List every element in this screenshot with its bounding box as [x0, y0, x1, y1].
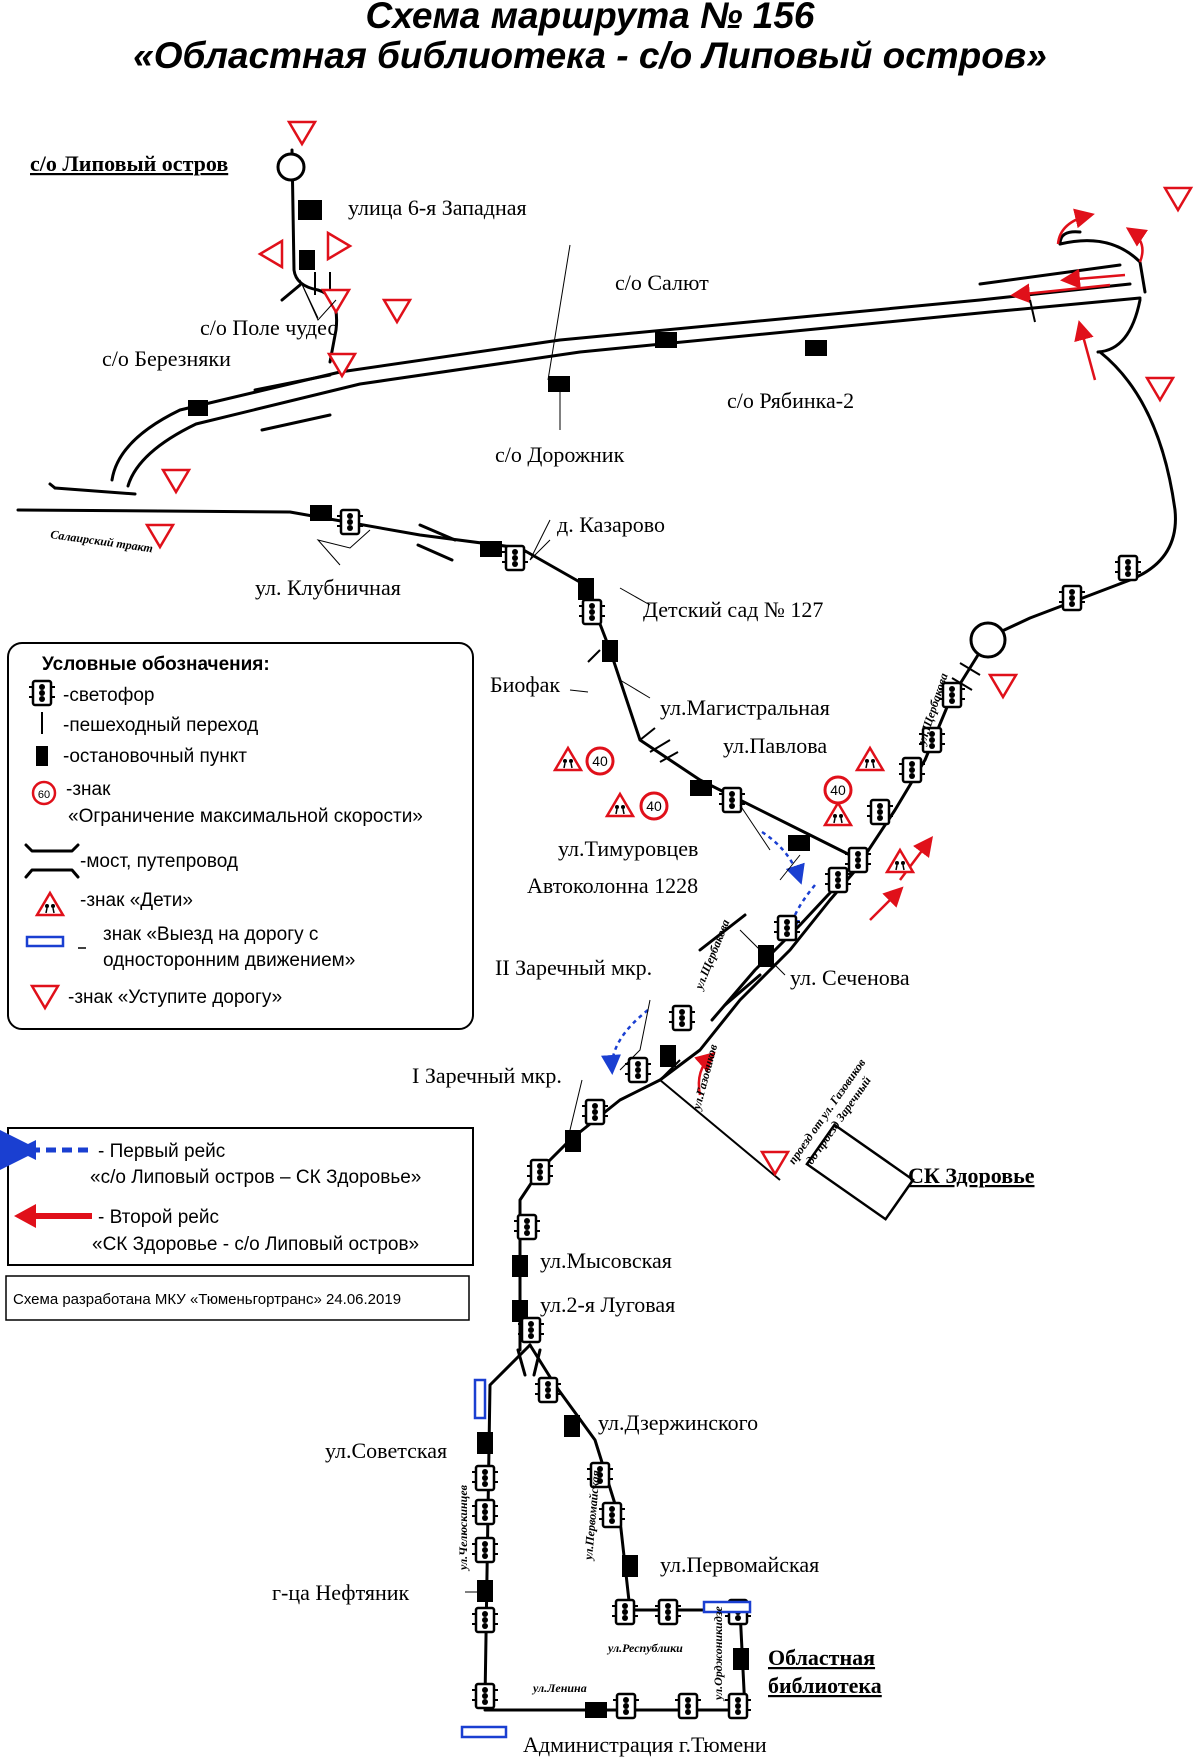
label-pole-chudes: с/о Поле чудес — [200, 315, 337, 340]
stop-marker — [622, 1555, 638, 1577]
stop-marker — [602, 640, 618, 662]
legend-bridge: -мост, путепровод — [80, 851, 238, 872]
street-respubliki: ул.Республики — [606, 1641, 683, 1655]
street-chelyuskintsev: ул.Челюскинцев — [456, 1484, 470, 1572]
stop-marker — [565, 1130, 581, 1152]
trip-second-line2: «СК Здоровье - с/о Липовый остров» — [92, 1234, 419, 1255]
credit-text: Схема разработана МКУ «Тюменьгортранс» 2… — [13, 1291, 401, 1308]
oneway-signs — [460, 1378, 752, 1739]
stop-marker — [733, 1648, 749, 1670]
legend-yield: -знак «Уступите дорогу» — [68, 987, 282, 1008]
label-administration: Администрация г.Тюмени — [523, 1732, 767, 1757]
label-ryabinka: с/о Рябинка-2 — [727, 388, 854, 413]
stop-marker — [788, 835, 810, 851]
label-klubnichnaya: ул. Клубничная — [255, 575, 401, 600]
label-pervomayskaya: ул.Первомайская — [660, 1552, 819, 1577]
street-shcherbakova-mid: ул.Щербакова — [691, 917, 732, 993]
label-zarechny2: II Заречный мкр. — [495, 955, 652, 980]
legend-stop: -остановочный пункт — [63, 746, 247, 767]
credit-box: Схема разработана МКУ «Тюменьгортранс» 2… — [5, 1275, 470, 1321]
stop-marker — [298, 200, 322, 220]
label-lugovaya: ул.2-я Луговая — [540, 1292, 675, 1317]
label-kazarovo: д. Казарово — [557, 512, 665, 537]
stop-marker — [660, 1045, 676, 1067]
legend-oneway-line1: знак «Выезд на дорогу с — [103, 924, 318, 945]
legend-speed-line1: -знак — [66, 779, 111, 800]
label-biofak: Биофак — [490, 672, 560, 697]
label-dorozhnik: с/о Дорожник — [495, 442, 625, 467]
terminal-library-line1: Областная — [768, 1645, 875, 1670]
leader-lines — [299, 244, 801, 1593]
label-pavlova: ул.Павлова — [723, 733, 827, 758]
terminal-lipovy: с/о Липовый остров — [30, 151, 228, 176]
label-salyut: с/о Салют — [615, 270, 709, 295]
second-trip-arrows — [694, 208, 1149, 1096]
speed-limit-sign: 40 — [585, 746, 615, 776]
trips-legend: - Первый рейс «с/о Липовый остров – СК З… — [0, 1127, 474, 1266]
stop-marker — [480, 541, 502, 557]
stop-marker — [655, 332, 677, 348]
stop-marker — [564, 1415, 580, 1437]
label-magistralnaya: ул.Магистральная — [660, 695, 830, 720]
street-salairsky: Салаирский тракт — [50, 527, 154, 555]
bridge-markers — [48, 263, 1122, 1377]
stop-marker — [690, 780, 712, 796]
bus-stops — [188, 200, 827, 1718]
label-zapadnaya: улица 6-я Западная — [348, 195, 527, 220]
legend-speed-sign-value: 60 — [38, 789, 50, 801]
stop-marker — [512, 1255, 528, 1277]
legend-oneway-line2: односторонним движением» — [103, 950, 355, 971]
stop-marker — [188, 400, 208, 416]
stop-marker — [578, 578, 594, 600]
legend-speed-line2: «Ограничение максимальной скорости» — [68, 806, 423, 827]
terminal-library-line2: библиотека — [768, 1673, 882, 1698]
pedestrian-crossings — [314, 272, 1036, 1081]
stop-marker — [548, 376, 570, 392]
legend-heading: Условные обозначения: — [42, 654, 270, 675]
stop-marker — [477, 1580, 493, 1602]
map-title-line2: «Областная библиотека - с/о Липовый остр… — [133, 35, 1047, 76]
label-timurovtsev: ул.Тимуровцев — [558, 836, 698, 861]
label-bereznyaki: с/о Березняки — [102, 346, 231, 371]
stop-marker — [310, 505, 332, 521]
label-neftyanik: г-ца Нефтяник — [272, 1580, 410, 1605]
street-pervomayskaya: ул.Первомайская — [581, 1470, 603, 1563]
speed-limit-signs: 40 40 40 — [585, 746, 853, 821]
svg-text:40: 40 — [830, 782, 846, 798]
label-sechenova: ул. Сеченова — [790, 965, 910, 990]
trip-second-line1: - Второй рейс — [98, 1207, 219, 1228]
stop-marker — [805, 340, 827, 356]
legend: Условные обозначения: -светофор -пешеход… — [7, 642, 474, 1030]
legend-children: -знак «Дети» — [80, 890, 193, 911]
stop-marker — [512, 1300, 528, 1322]
label-dzerzhinskogo: ул.Дзержинского — [598, 1410, 758, 1435]
trip-first-line2: «с/о Липовый остров – СК Здоровье» — [90, 1167, 421, 1188]
svg-text:40: 40 — [646, 798, 662, 814]
first-trip-arrows — [601, 830, 816, 1075]
street-lenina: ул.Ленина — [531, 1681, 587, 1695]
trip-first-line1: - Первый рейс — [98, 1141, 225, 1162]
stop-marker — [299, 250, 315, 270]
speed-limit-sign: 40 — [639, 791, 669, 821]
label-mysovskaya: ул.Мысовская — [540, 1248, 672, 1273]
label-detsad: Детский сад № 127 — [643, 597, 823, 622]
label-zarechny1: I Заречный мкр. — [412, 1063, 562, 1088]
svg-text:40: 40 — [592, 753, 608, 769]
legend-crossing: -пешеходный переход — [63, 715, 258, 736]
street-ordzhonikidze: ул.Орджоникидзе — [711, 1606, 725, 1702]
label-avtokolonna: Автоколонна 1228 — [527, 873, 698, 898]
legend-traffic-light: -светофор — [63, 685, 154, 706]
stop-marker — [477, 1432, 493, 1454]
label-sovetskaya: ул.Советская — [325, 1438, 447, 1463]
speed-limit-sign: 40 — [823, 775, 853, 805]
street-gazovikov: ул.Газовиков — [689, 1042, 720, 1113]
map-title-line1: Схема маршрута № 156 — [365, 0, 814, 36]
terminal-sk-zdorovye: СК Здоровье — [908, 1163, 1035, 1188]
stop-marker — [585, 1702, 607, 1718]
